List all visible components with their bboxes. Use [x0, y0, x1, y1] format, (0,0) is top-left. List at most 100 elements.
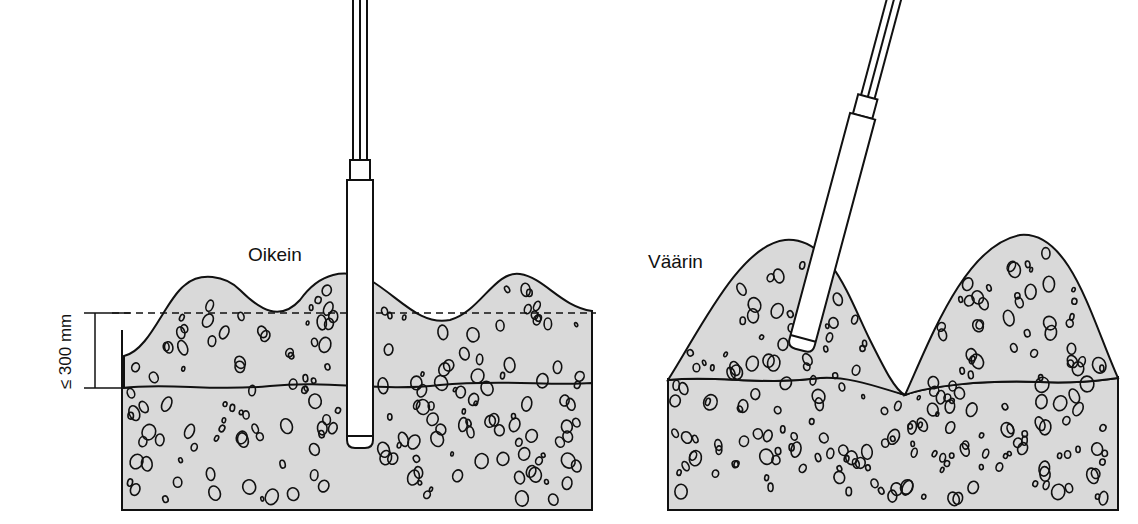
aggregate-stone — [870, 478, 880, 489]
aggregate-stone — [877, 487, 885, 495]
aggregate-stone — [1012, 437, 1023, 449]
aggregate-stone — [1041, 314, 1058, 332]
aggregate-stone — [279, 460, 286, 469]
dimension-tick — [84, 387, 130, 389]
aggregate-stone — [496, 451, 510, 466]
aggregate-stone — [1090, 468, 1101, 480]
aggregate-stone — [1099, 459, 1106, 466]
aggregate-stone — [1067, 387, 1082, 404]
caption-label: Oikein — [248, 245, 302, 264]
aggregate-stone — [836, 465, 842, 472]
aggregate-stone — [288, 352, 295, 360]
aggregate-stone — [809, 375, 816, 385]
aggregate-stone — [832, 470, 846, 485]
aggregate-stone — [159, 395, 174, 413]
aggregate-stone — [738, 435, 749, 447]
aggregate-stone — [525, 464, 538, 479]
aggregate-stone — [832, 292, 844, 307]
aggregate-stone — [860, 345, 866, 351]
aggregate-stone — [759, 334, 765, 340]
aggregate-stone — [303, 374, 308, 382]
dimension-tick — [84, 312, 130, 314]
aggregate-stone — [163, 342, 170, 351]
vibrator-needle — [787, 0, 910, 353]
aggregate-stone — [205, 299, 215, 312]
aggregate-stone — [890, 436, 896, 443]
aggregate-stone — [131, 362, 141, 373]
aggregate-stone — [496, 320, 505, 332]
aggregate-stone — [559, 451, 578, 471]
aggregate-stone — [999, 420, 1017, 439]
aggregate-stone — [814, 397, 824, 411]
aggregate-stone — [966, 480, 980, 495]
aggregate-stone — [961, 276, 975, 291]
aggregate-stone — [958, 296, 963, 302]
aggregate-stone — [758, 447, 776, 466]
aggregate-stone — [324, 363, 330, 370]
aggregate-stone — [412, 399, 421, 410]
aggregate-stone — [712, 469, 720, 478]
aggregate-stone — [995, 462, 1004, 472]
aggregate-stone — [1099, 424, 1107, 432]
aggregate-stone — [547, 493, 560, 507]
aggregate-stone — [164, 341, 174, 354]
aggregate-stone — [520, 283, 531, 297]
aggregate-stone — [570, 459, 583, 473]
aggregate-stone — [944, 399, 955, 413]
aggregate-stone — [1090, 356, 1108, 376]
aggregate-stone — [286, 486, 300, 501]
aggregate-stone — [979, 432, 985, 438]
aggregate-stone — [949, 453, 954, 458]
aggregate-stone — [1062, 415, 1072, 425]
aggregate-stone — [702, 360, 707, 366]
aggregate-stone — [675, 484, 688, 499]
aggregate-stone — [573, 370, 585, 383]
aggregate-stone — [1014, 296, 1025, 309]
aggregate-stone — [182, 423, 196, 440]
aggregate-stone — [851, 314, 859, 324]
aggregate-stone — [803, 362, 811, 371]
aggregate-stone — [181, 366, 185, 371]
aggregate-stone — [723, 352, 728, 358]
aggregate-stone — [1032, 480, 1038, 487]
aggregate-stone — [544, 318, 552, 330]
aggregate-stone — [921, 494, 926, 499]
aggregate-stone — [865, 464, 871, 471]
aggregate-stone — [740, 317, 745, 325]
aggregate-stone — [917, 395, 921, 400]
aggregate-stone — [745, 355, 761, 373]
aggregate-stone — [1025, 261, 1031, 268]
aggregate-stone — [885, 427, 902, 446]
aggregate-stone — [1042, 480, 1050, 490]
aggregate-stone — [308, 393, 322, 409]
aggregate-stone — [429, 430, 446, 449]
aggregate-stone — [798, 463, 808, 474]
aggregate-stone — [880, 407, 888, 416]
aggregate-stone — [451, 452, 454, 456]
aggregate-stone — [318, 430, 325, 438]
aggregate-stone — [670, 428, 679, 439]
aggregate-stone — [218, 424, 226, 433]
aggregate-stone — [207, 484, 223, 502]
aggregate-stone — [234, 361, 245, 374]
aggregate-stone — [1033, 415, 1047, 432]
aggregate-stone — [314, 296, 322, 304]
aggregate-stone — [222, 417, 226, 423]
aggregate-stone — [243, 411, 250, 420]
aggregate-stone — [387, 414, 392, 421]
aggregate-stone — [513, 470, 526, 485]
aggregate-stone — [541, 453, 546, 458]
aggregate-stone — [1005, 260, 1017, 273]
aggregate-stone — [148, 371, 160, 384]
aggregate-stone — [208, 335, 217, 346]
aggregate-stone — [476, 354, 483, 365]
aggregate-stone — [561, 420, 573, 434]
aggregate-stone — [553, 361, 562, 374]
aggregate-stone — [780, 426, 785, 433]
aggregate-stone — [962, 441, 969, 450]
aggregate-stone — [702, 393, 720, 412]
aggregate-stone — [825, 332, 833, 343]
aggregate-stone — [544, 479, 548, 484]
aggregate-stone — [952, 491, 964, 505]
aggregate-stone — [515, 438, 523, 447]
